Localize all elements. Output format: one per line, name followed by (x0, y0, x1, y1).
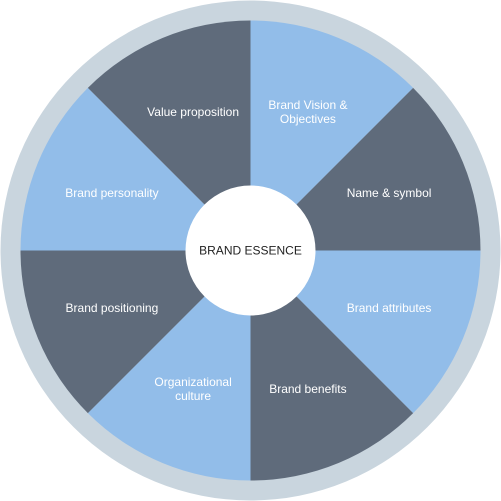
segment-6 (20, 250, 251, 414)
segment-label-6: Brand positioning (66, 301, 159, 315)
center-circle (185, 185, 316, 316)
segment-label-line: Objectives (280, 112, 336, 126)
segment-label-8: Value proposition (147, 105, 239, 119)
segment-2 (250, 87, 481, 251)
segment-7 (20, 87, 251, 251)
segment-label-7: Brand personality (65, 186, 158, 200)
segment-label-line: Name & symbol (347, 186, 432, 200)
segment-label-line: Organizational (154, 375, 231, 389)
segment-label-line: Brand positioning (66, 301, 159, 315)
segment-label-line: culture (175, 389, 211, 403)
segment-3 (250, 250, 481, 414)
segment-5 (87, 250, 251, 481)
segment-4 (250, 250, 414, 481)
segment-label-line: Brand Vision & (268, 98, 347, 112)
segment-label-line: Brand attributes (347, 301, 432, 315)
segment-label-line: Value proposition (147, 105, 239, 119)
segment-label-line: Brand benefits (269, 382, 346, 396)
segment-1 (250, 20, 414, 251)
segment-label-line: Brand personality (65, 186, 158, 200)
center-label: BRAND ESSENCE (199, 244, 302, 258)
segment-label-3: Brand attributes (347, 301, 432, 315)
segment-label-1: Brand Vision &Objectives (268, 98, 347, 126)
segment-8 (87, 20, 251, 251)
segment-label-4: Brand benefits (269, 382, 346, 396)
segments-group (20, 20, 481, 481)
segment-label-2: Name & symbol (347, 186, 432, 200)
